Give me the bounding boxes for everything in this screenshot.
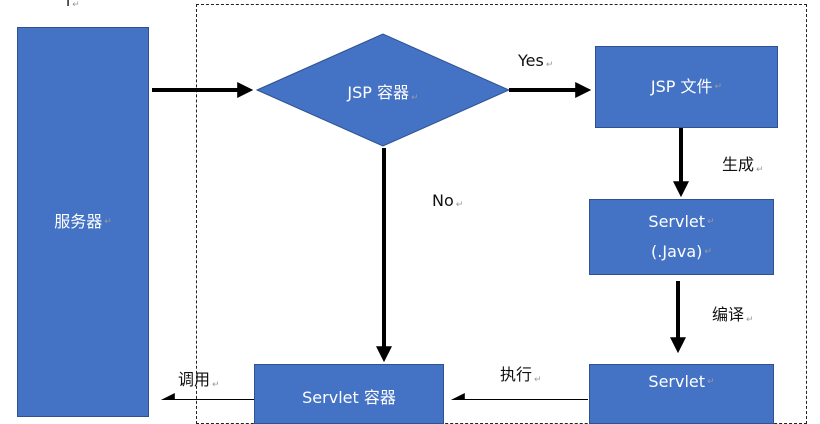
server-node: 服务器↵ bbox=[17, 27, 149, 417]
edge-label-generate: 生成↵ bbox=[722, 155, 764, 175]
edge-label-compile: 编译↵ bbox=[712, 305, 754, 325]
servlet-container-label: Servlet 容器 bbox=[302, 388, 396, 407]
servlet-container-node: Servlet 容器 bbox=[254, 364, 444, 424]
servlet-java-label-line2: (.Java) bbox=[651, 242, 703, 261]
edge-label-no: No↵ bbox=[432, 191, 464, 210]
jsp-file-node: JSP 文件↵ bbox=[595, 46, 778, 128]
servlet-compiled-label: Servlet bbox=[648, 372, 706, 391]
edge-label-invoke: 调用↵ bbox=[178, 370, 220, 390]
jsp-container-label: JSP 容器↵ bbox=[347, 83, 419, 103]
servlet-java-node: Servlet↵ (.Java)↵ bbox=[589, 199, 774, 275]
top-cursor-glyph: I↵ bbox=[66, 0, 80, 10]
edge-label-yes: Yes↵ bbox=[518, 51, 554, 70]
flow-arrows bbox=[152, 33, 689, 400]
server-label: 服务器 bbox=[54, 212, 103, 231]
edge-label-execute: 执行↵ bbox=[500, 365, 542, 385]
servlet-compiled-node: Servlet↵ bbox=[589, 364, 774, 424]
servlet-java-label-line1: Servlet bbox=[648, 212, 706, 231]
jsp-file-label: JSP 文件 bbox=[650, 77, 713, 96]
